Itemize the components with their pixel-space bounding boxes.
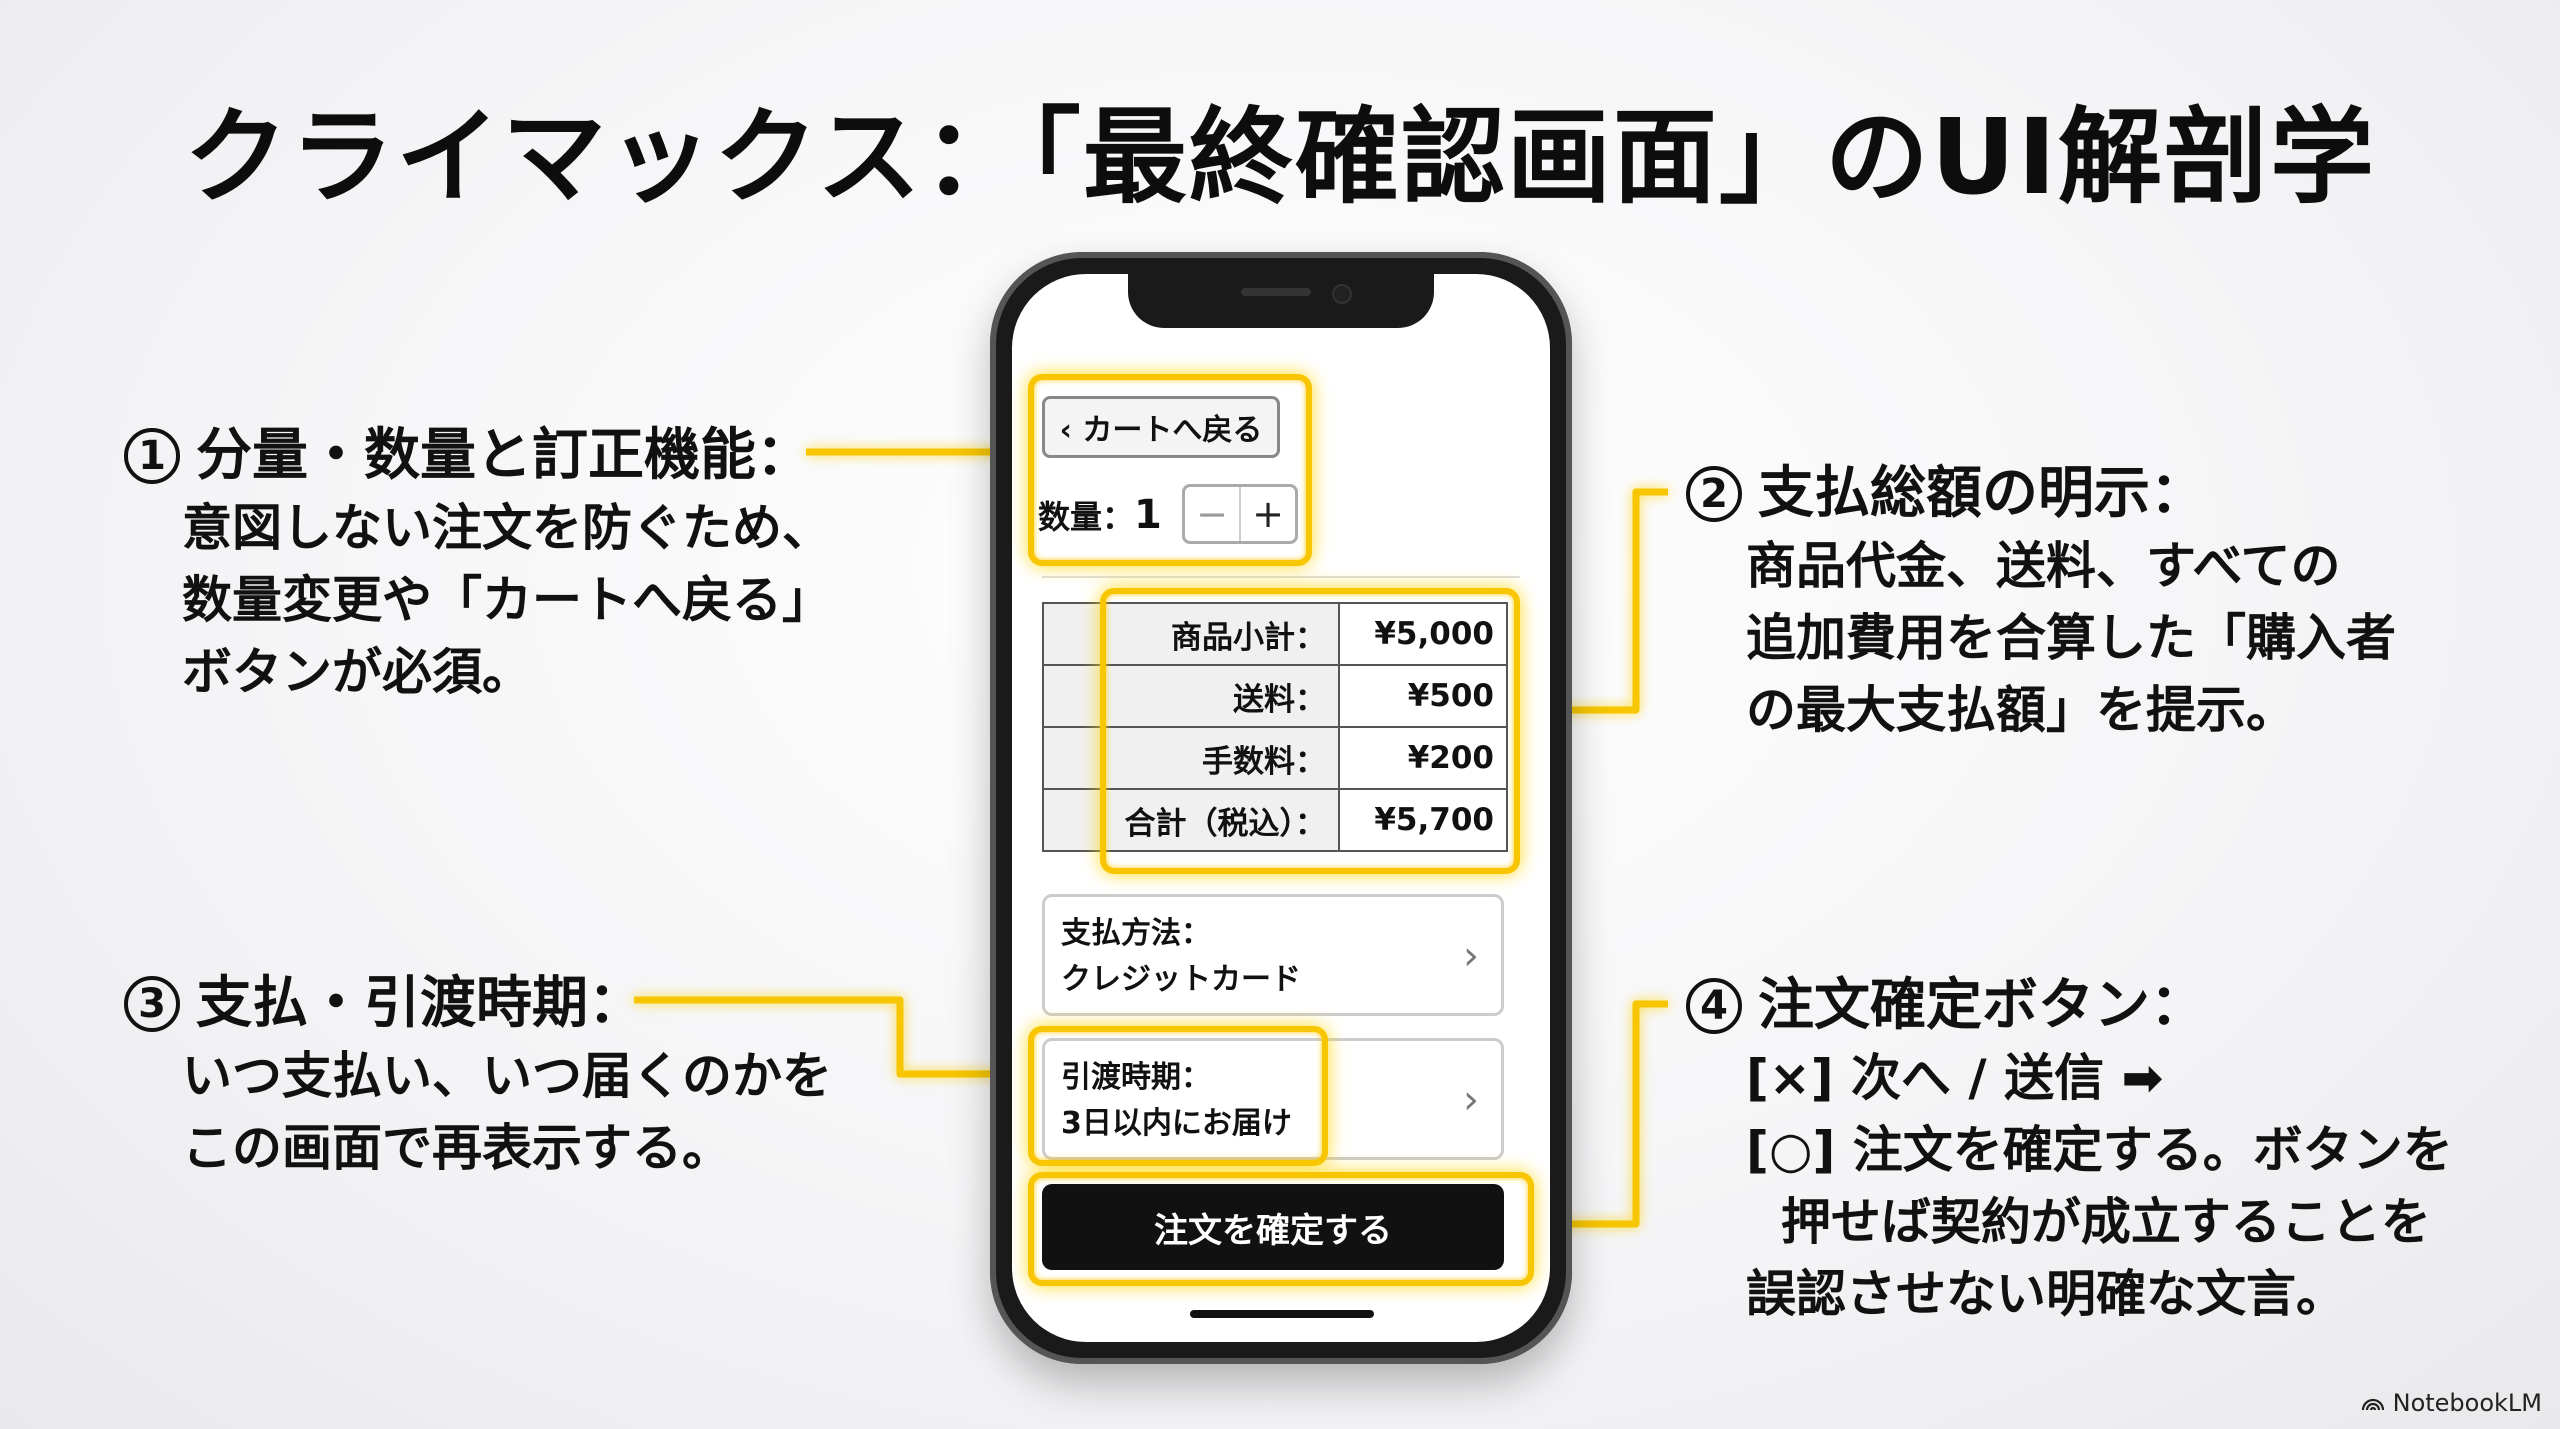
brand-name: NotebookLM <box>2392 1389 2542 1417</box>
divider <box>1042 576 1520 578</box>
table-row: 合計（税込）：¥5,700 <box>1042 788 1508 852</box>
annotation-heading: 分量・数量と訂正機能： <box>196 423 812 488</box>
payment-label: 支払方法： <box>1061 916 1211 951</box>
home-indicator <box>1190 1310 1374 1318</box>
phone-mockup: ‹ カートへ戻る 数量：1 − + 商品小計：¥5,000 送料：¥500 手数… <box>990 252 1572 1364</box>
annotation-confirm-button: 4 注文確定ボタン： [×] 次へ / 送信 ➡ [○] 注文を確定する。ボタンを… <box>1686 970 2453 1330</box>
number-badge: 1 <box>124 428 180 484</box>
highlight-total <box>1100 588 1520 874</box>
summary-label: 商品小計： <box>1042 602 1340 666</box>
quantity-label-text: 数量： <box>1038 498 1135 536</box>
table-row: 商品小計：¥5,000 <box>1042 602 1508 666</box>
phone-screen: ‹ カートへ戻る 数量：1 − + 商品小計：¥5,000 送料：¥500 手数… <box>1012 274 1550 1342</box>
brand-watermark: NotebookLM <box>2361 1389 2542 1417</box>
minus-button[interactable]: − <box>1185 487 1241 541</box>
table-row: 手数料：¥200 <box>1042 726 1508 790</box>
annotation-body: いつ支払い、いつ届くのかを この画面で再表示する。 <box>182 1047 832 1177</box>
summary-label: 送料： <box>1042 664 1340 728</box>
delivery-label: 引渡時期： <box>1061 1060 1211 1095</box>
highlight-delivery <box>1028 1026 1328 1166</box>
confirm-order-button[interactable]: 注文を確定する <box>1042 1184 1504 1270</box>
number-badge: 3 <box>124 976 180 1032</box>
quantity-value: 1 <box>1134 492 1162 538</box>
table-row: 送料：¥500 <box>1042 664 1508 728</box>
summary-value: ¥5,700 <box>1338 788 1508 852</box>
annotation-body: [×] 次へ / 送信 ➡ [○] 注文を確定する。ボタンを 押せば契約が成立す… <box>1746 1049 2453 1323</box>
summary-label: 合計（税込）： <box>1042 788 1340 852</box>
highlight-quantity <box>1028 374 1312 566</box>
payment-value: クレジットカード <box>1061 962 1301 997</box>
quantity-label: 数量：1 <box>1038 492 1162 538</box>
highlight-confirm <box>1028 1172 1534 1286</box>
summary-value: ¥5,000 <box>1338 602 1508 666</box>
delivery-time-row[interactable]: 引渡時期： 3日以内にお届け › <box>1042 1038 1504 1160</box>
plus-button[interactable]: + <box>1252 492 1284 536</box>
annotation-quantity: 1 分量・数量と訂正機能： 意図しない注文を防ぐため、 数量変更や「カートへ戻る」… <box>124 420 832 708</box>
quantity-stepper: − + <box>1182 484 1298 544</box>
annotation-total: 2 支払総額の明示： 商品代金、送料、すべての 追加費用を合算した「購入者 の最大… <box>1686 458 2396 746</box>
number-badge: 4 <box>1686 978 1742 1034</box>
payment-method-row[interactable]: 支払方法： クレジットカード › <box>1042 894 1504 1016</box>
annotation-body: 意図しない注文を防ぐため、 数量変更や「カートへ戻る」 ボタンが必須。 <box>182 499 832 701</box>
speaker <box>1241 288 1311 296</box>
camera-icon <box>1332 284 1352 304</box>
number-badge: 2 <box>1686 466 1742 522</box>
annotation-heading: 支払総額の明示： <box>1758 461 2206 526</box>
summary-label: 手数料： <box>1042 726 1340 790</box>
phone-notch <box>1128 274 1434 328</box>
notebooklm-logo-icon <box>2361 1398 2384 1411</box>
summary-value: ¥200 <box>1338 726 1508 790</box>
chevron-right-icon: › <box>1463 933 1479 979</box>
price-summary-table: 商品小計：¥5,000 送料：¥500 手数料：¥200 合計（税込）：¥5,7… <box>1042 602 1508 852</box>
delivery-value: 3日以内にお届け <box>1061 1106 1292 1141</box>
page-title: クライマックス：「最終確認画面」のUI解剖学 <box>183 96 2377 218</box>
annotation-body: 商品代金、送料、すべての 追加費用を合算した「購入者 の最大支払額」を提示。 <box>1746 537 2396 739</box>
annotation-heading: 支払・引渡時期： <box>196 971 644 1036</box>
chevron-right-icon: › <box>1463 1077 1479 1123</box>
back-to-cart-button[interactable]: ‹ カートへ戻る <box>1042 396 1280 458</box>
annotation-timing: 3 支払・引渡時期： いつ支払い、いつ届くのかを この画面で再表示する。 <box>124 968 832 1184</box>
annotation-heading: 注文確定ボタン： <box>1758 973 2206 1038</box>
summary-value: ¥500 <box>1338 664 1508 728</box>
